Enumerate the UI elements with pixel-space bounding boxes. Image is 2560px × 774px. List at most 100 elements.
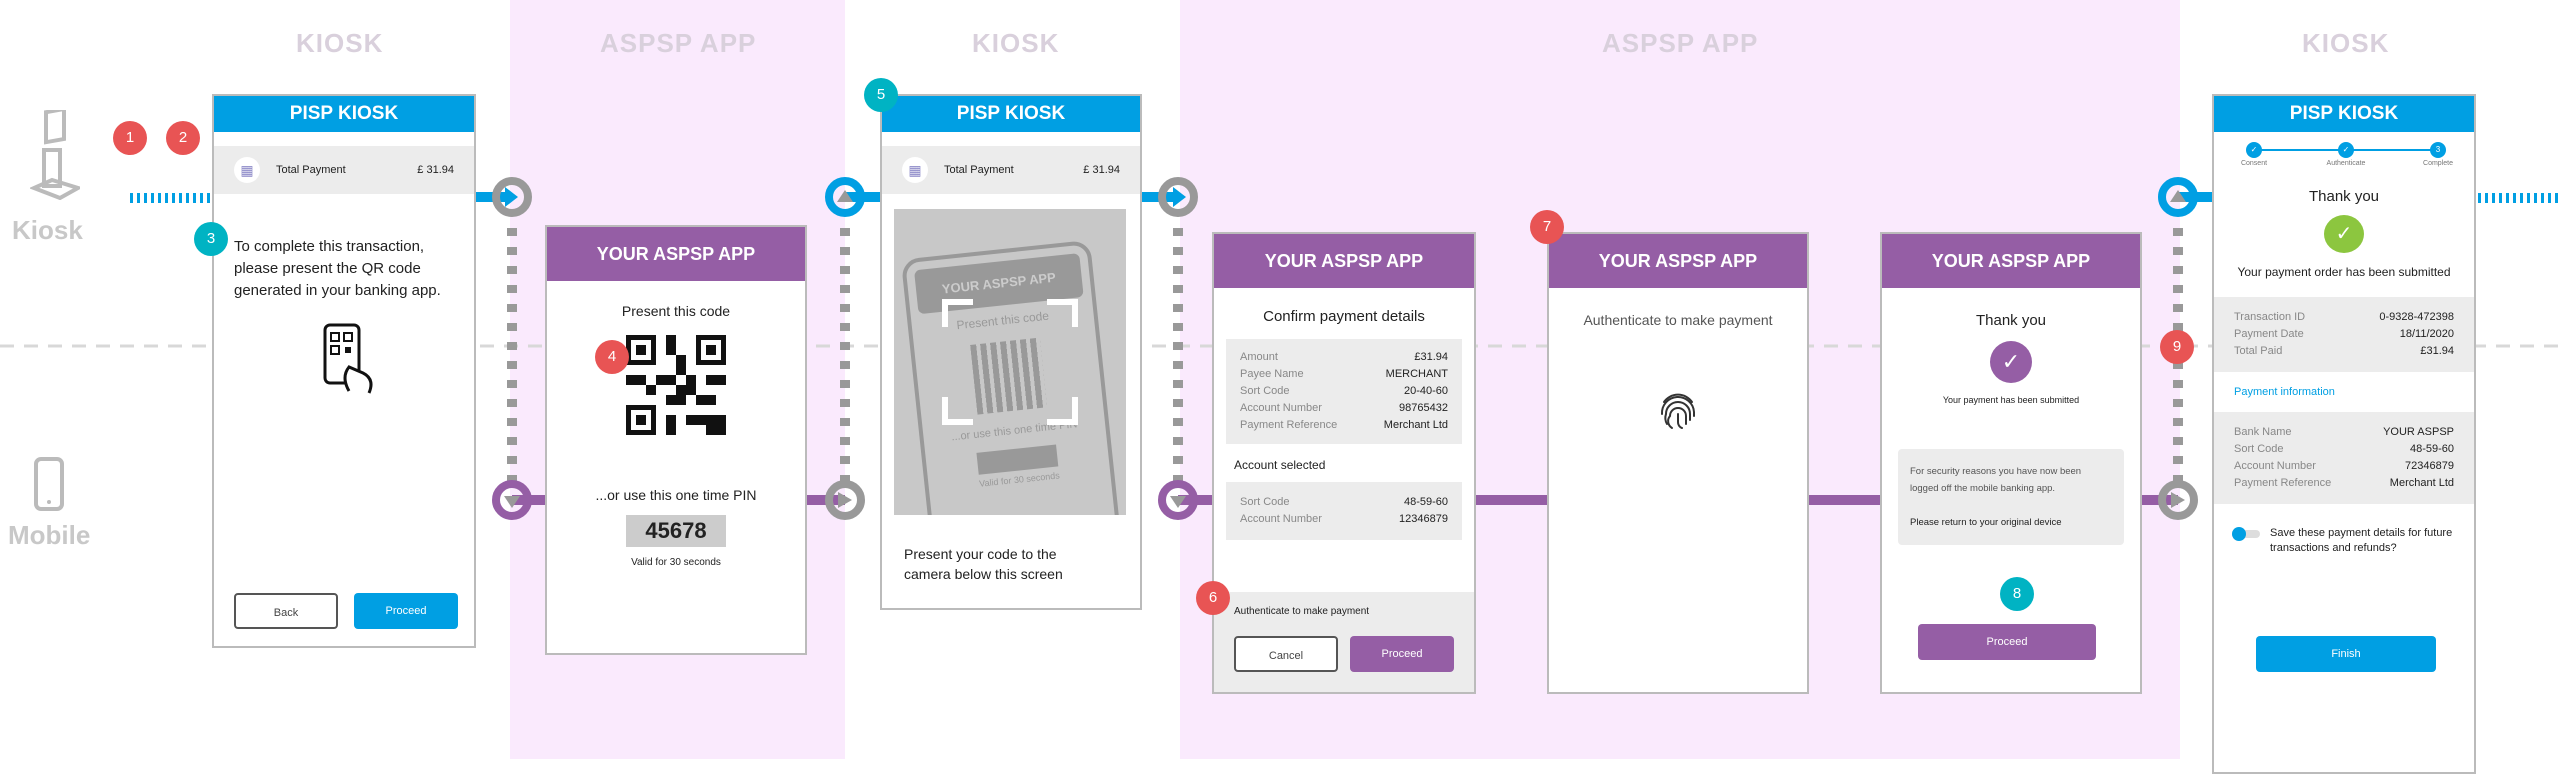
aspsp-thank-you-screen: YOUR ASPSP APP Thank you ✓ Your payment … [1880,232,2142,694]
kiosk-icon [30,110,80,200]
detail-label: Transaction ID [2234,311,2306,323]
thank-you-heading: Thank you [2308,188,2380,205]
security-notice: For security reasons you have now been l… [1898,449,2124,545]
step-label: Complete [2423,160,2453,167]
detail-label: Payment Reference [1240,419,1338,431]
save-details-label: Save these payment details for future tr… [2270,527,2453,554]
screen-header: PISP KIOSK [882,96,1140,132]
detail-value: Merchant Ltd [1383,419,1448,431]
detail-label: Account Number [1240,513,1322,525]
one-time-pin: 45678 [626,515,726,547]
lane-label-mobile: Mobile [8,520,91,550]
auth-label: Authenticate to make payment [1234,606,1370,617]
proceed-button[interactable]: Proceed [354,593,458,629]
check-icon: ✓ [1990,341,2032,383]
zone-title: KIOSK [2302,28,2390,58]
detail-row: Account Number 12346879 [1240,511,1448,528]
total-label: Total Payment [276,164,346,176]
detail-label: Account Number [1240,402,1322,414]
detail-value: 20-40-60 [1403,385,1448,397]
step-badge: 6 [1196,581,1230,615]
screen-header: PISP KIOSK [2214,96,2474,132]
step-label: Authenticate [2326,160,2366,167]
total-payment-bar: ▦Total Payment£ 31.94 [882,146,1140,194]
detail-row: Sort Code 48-59-60 [1240,494,1448,511]
zone-title: ASPSP APP [600,28,757,58]
back-button[interactable]: Back [234,593,338,629]
qr-code-icon [626,335,726,435]
pin-label: ...or use this one time PIN [595,487,757,503]
screen-header: PISP KIOSK [214,96,474,132]
step-badge: 5 [864,78,898,112]
step-marker: ✓ [2338,142,2354,158]
detail-label: Amount [1240,351,1278,363]
scan-frame-icon [942,299,1078,425]
present-code-label: Present this code [621,303,731,319]
detail-value: 48-59-60 [2409,443,2454,455]
proceed-button[interactable]: Proceed [1350,636,1454,672]
screen-header: YOUR ASPSP APP [1882,234,2140,288]
detail-row: Total Paid£31.94 [2234,343,2454,360]
kiosk-screen-start: PISP KIOSK ▦Total Payment£ 31.94 To comp… [212,94,476,648]
fingerprint-icon[interactable] [1658,388,1698,432]
detail-label: Bank Name [2234,426,2292,438]
cancel-button[interactable]: Cancel [1234,636,1338,672]
proceed-button[interactable]: Proceed [1918,624,2096,660]
detail-label: Payee Name [1240,368,1304,380]
detail-row: Amount£31.94 [1240,349,1448,366]
detail-value: 18/11/2020 [2399,328,2454,340]
zone-title: KIOSK [972,28,1060,58]
payment-information-link[interactable]: Payment information [2234,386,2335,398]
progress-step: ✓ Authenticate [2316,142,2376,167]
detail-label: Sort Code [1240,385,1290,397]
progress-step: ✓ Consent [2224,142,2284,167]
finish-button[interactable]: Finish [2256,636,2436,672]
detail-row: Payment Reference Merchant Ltd [1240,417,1448,434]
thank-you-heading: Thank you [1975,312,2047,329]
detail-row: Sort Code 20-40-60 [1240,383,1448,400]
instruction-text: To complete this transaction, please pre… [234,238,441,299]
step-marker: ✓ [2246,142,2262,158]
grid-icon: ▦ [234,157,260,183]
scan-qr-phone-icon [323,323,373,394]
aspsp-authenticate-screen: YOUR ASPSP APP Authenticate to make paym… [1547,232,1809,694]
detail-value: 48-59-60 [1403,496,1448,508]
detail-label: Total Paid [2234,345,2283,357]
detail-value: 12346879 [1399,513,1448,525]
submitted-text: Your payment order has been submitted [2237,265,2451,279]
security-text: For security reasons you have now been l… [1910,466,2082,494]
confirm-heading: Confirm payment details [1263,308,1425,325]
auth-footer: Authenticate to make payment Cancel Proc… [1214,592,1474,692]
save-details-row: Save these payment details for future tr… [2232,526,2454,556]
step-label: Consent [2240,160,2268,167]
detail-label: Payment Date [2234,328,2304,340]
zone-title: KIOSK [296,28,384,58]
step-badge: 9 [2160,330,2194,364]
kiosk-scan-screen: PISP KIOSK ▦Total Payment£ 31.94 YOUR AS… [880,94,1142,610]
detail-value: 72346879 [2405,460,2454,472]
return-text: Please return to your original device [1910,517,2062,528]
screen-header: YOUR ASPSP APP [547,227,805,281]
aspsp-present-code-screen: YOUR ASPSP APP Present this code ...or u… [545,225,807,655]
save-details-toggle[interactable] [2232,527,2260,541]
auth-text: Authenticate to make payment [1583,312,1773,328]
grid-icon: ▦ [902,157,928,183]
total-value: £ 31.94 [1083,164,1120,176]
success-check-icon: ✓ [2324,215,2364,253]
detail-label: Sort Code [1240,496,1290,508]
step-marker: 3 [2430,142,2446,158]
lane-label-kiosk: Kiosk [12,215,83,245]
detail-row: Payment Date 18/11/2020 [2234,326,2454,343]
